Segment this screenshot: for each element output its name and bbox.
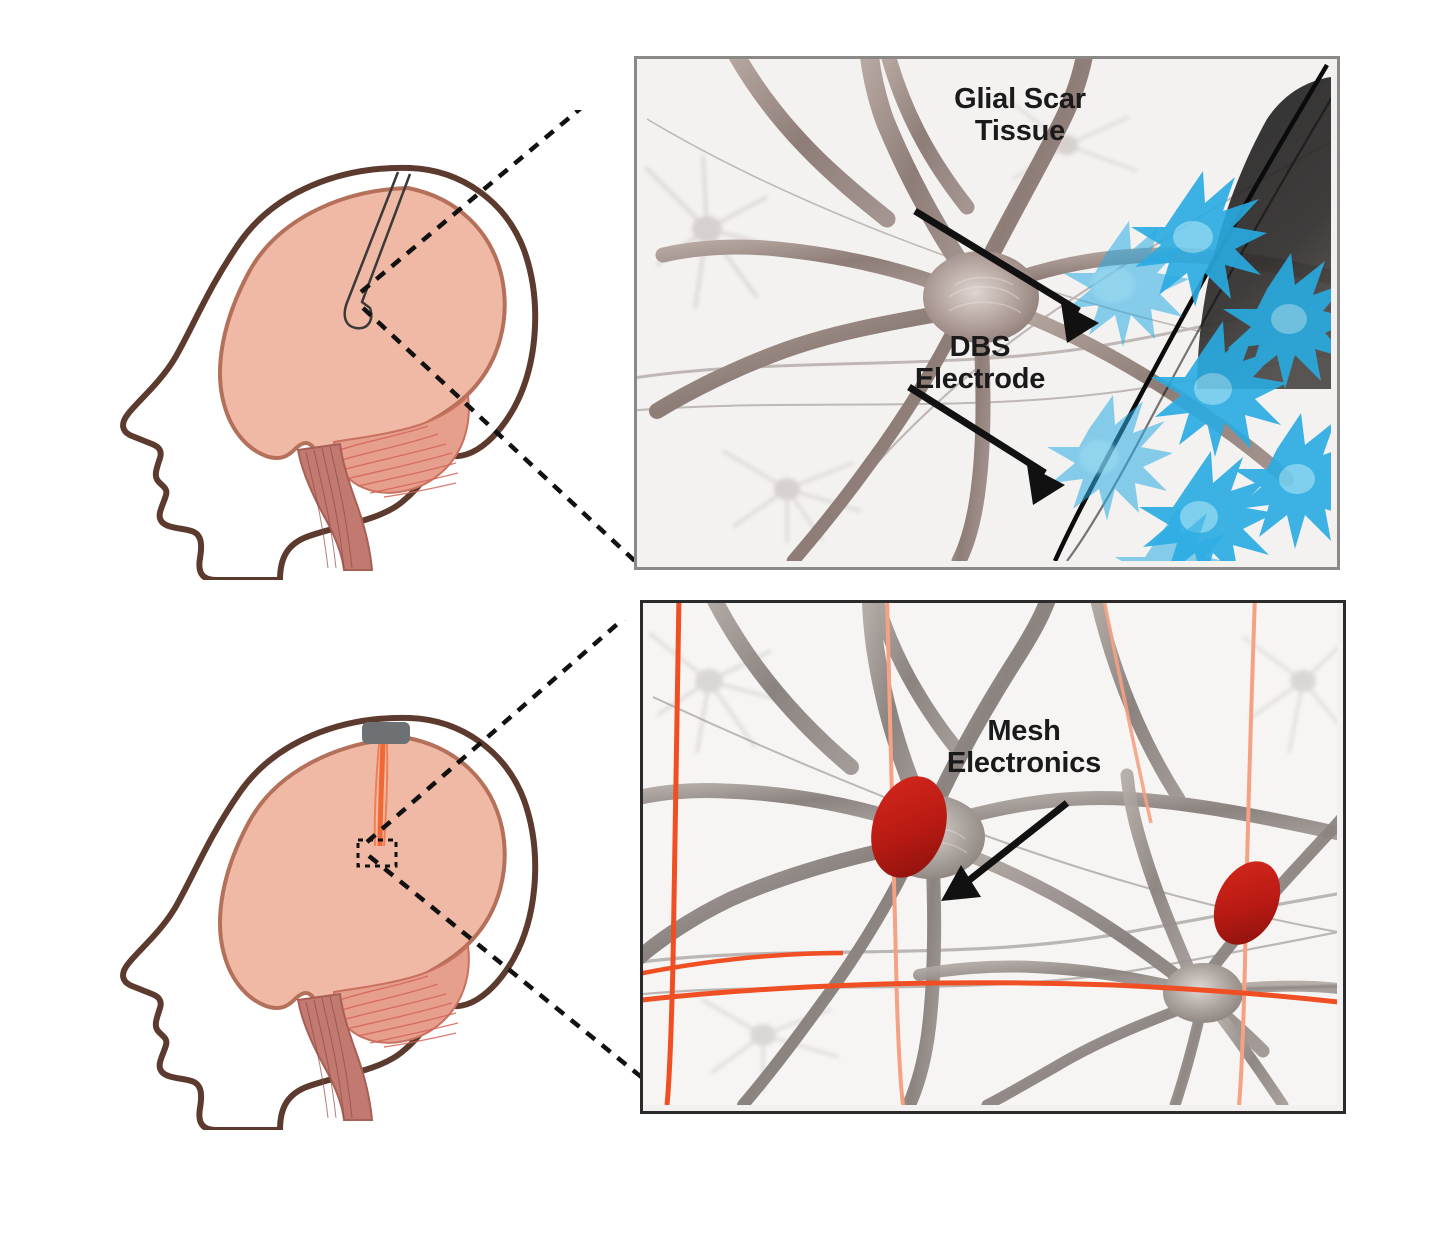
- mesh-electronics-arrow: [941, 800, 1070, 901]
- brainstem-striations: [305, 445, 353, 569]
- dbs-electrode-panel: Glial Scar Tissue DBS Electrode: [634, 56, 1340, 570]
- head-outline: [120, 164, 441, 580]
- skull-outline: [407, 715, 539, 1009]
- callout-line-bottom-upper: [365, 620, 626, 844]
- dbs-electrode-arrow: [907, 384, 1065, 505]
- main-neuron: [649, 59, 1331, 561]
- large-dendrite-arcs: [707, 603, 1186, 806]
- head-outline: [120, 714, 441, 1130]
- callout-lines-bottom: [365, 620, 647, 1082]
- cerebellum-striations: [339, 425, 459, 498]
- glial-scar-tissue-label: Glial Scar Tissue: [954, 83, 1086, 148]
- mesh-electronics-label: Mesh Electronics: [946, 715, 1102, 780]
- neuron-soma-right: [1163, 963, 1243, 1023]
- neuron-soma: [923, 251, 1039, 343]
- callout-line-top-upper: [359, 110, 583, 294]
- background-neurons: [648, 632, 1337, 1091]
- mesh-electrode-pad-1: [871, 776, 947, 878]
- brainstem-striations: [305, 995, 353, 1119]
- glial-scar-arrow: [913, 208, 1099, 343]
- main-neuron-right: [913, 768, 1337, 1105]
- glial-scar-cells: [1047, 171, 1331, 561]
- callout-lines-top: [359, 110, 638, 564]
- callout-line-top-lower: [361, 306, 638, 564]
- skull-outline: [407, 165, 539, 459]
- head-with-mesh-electronics: [90, 700, 560, 1130]
- cerebrum: [218, 736, 507, 1012]
- dbs-electrode-label: DBS Electrode: [914, 331, 1046, 396]
- callout-line-bottom-lower: [367, 854, 647, 1082]
- cerebrum: [218, 186, 507, 462]
- large-dendrite-arcs: [728, 59, 975, 228]
- zoom-target-box: [356, 838, 398, 868]
- mesh-electrode-pad-2: [1213, 861, 1281, 945]
- mesh-electronics-panel: Mesh Electronics: [640, 600, 1346, 1114]
- cerebellum-striations: [339, 975, 459, 1048]
- skull-connector-device: [362, 722, 410, 744]
